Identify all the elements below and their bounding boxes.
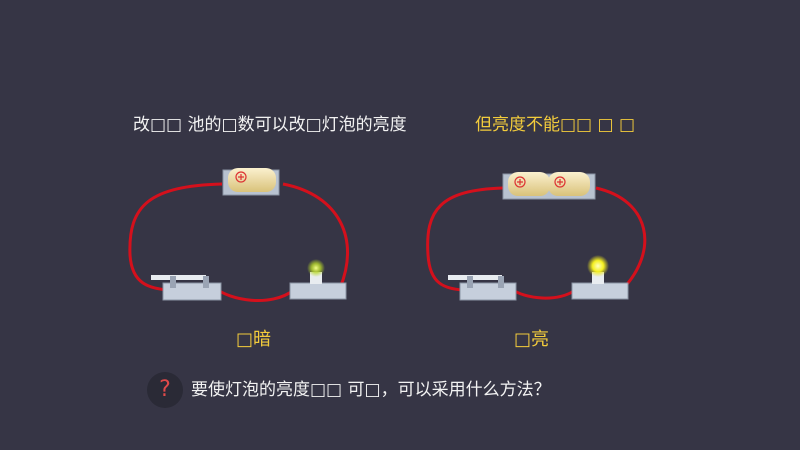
bulb-holder — [289, 259, 347, 300]
caveat-text: 但亮度不能□□ □ □ — [475, 115, 636, 135]
label-bright: □亮 — [514, 329, 550, 350]
question-icon: ? — [147, 372, 183, 408]
bulb-dim — [307, 259, 325, 277]
bulb-bright — [587, 255, 609, 277]
battery — [222, 168, 280, 196]
switch — [448, 275, 517, 301]
statement-text: 改□□ 池的□数可以改□灯泡的亮度 — [133, 115, 407, 135]
circuit-dim — [128, 168, 349, 303]
circuit-bright — [426, 172, 647, 301]
wires — [426, 186, 647, 300]
question-text: 要使灯泡的亮度□□ 可□，可以采用什么方法？ — [191, 380, 551, 400]
switch — [151, 275, 222, 301]
label-dim: □暗 — [236, 329, 272, 350]
battery — [502, 172, 596, 200]
bulb-holder — [571, 255, 629, 300]
